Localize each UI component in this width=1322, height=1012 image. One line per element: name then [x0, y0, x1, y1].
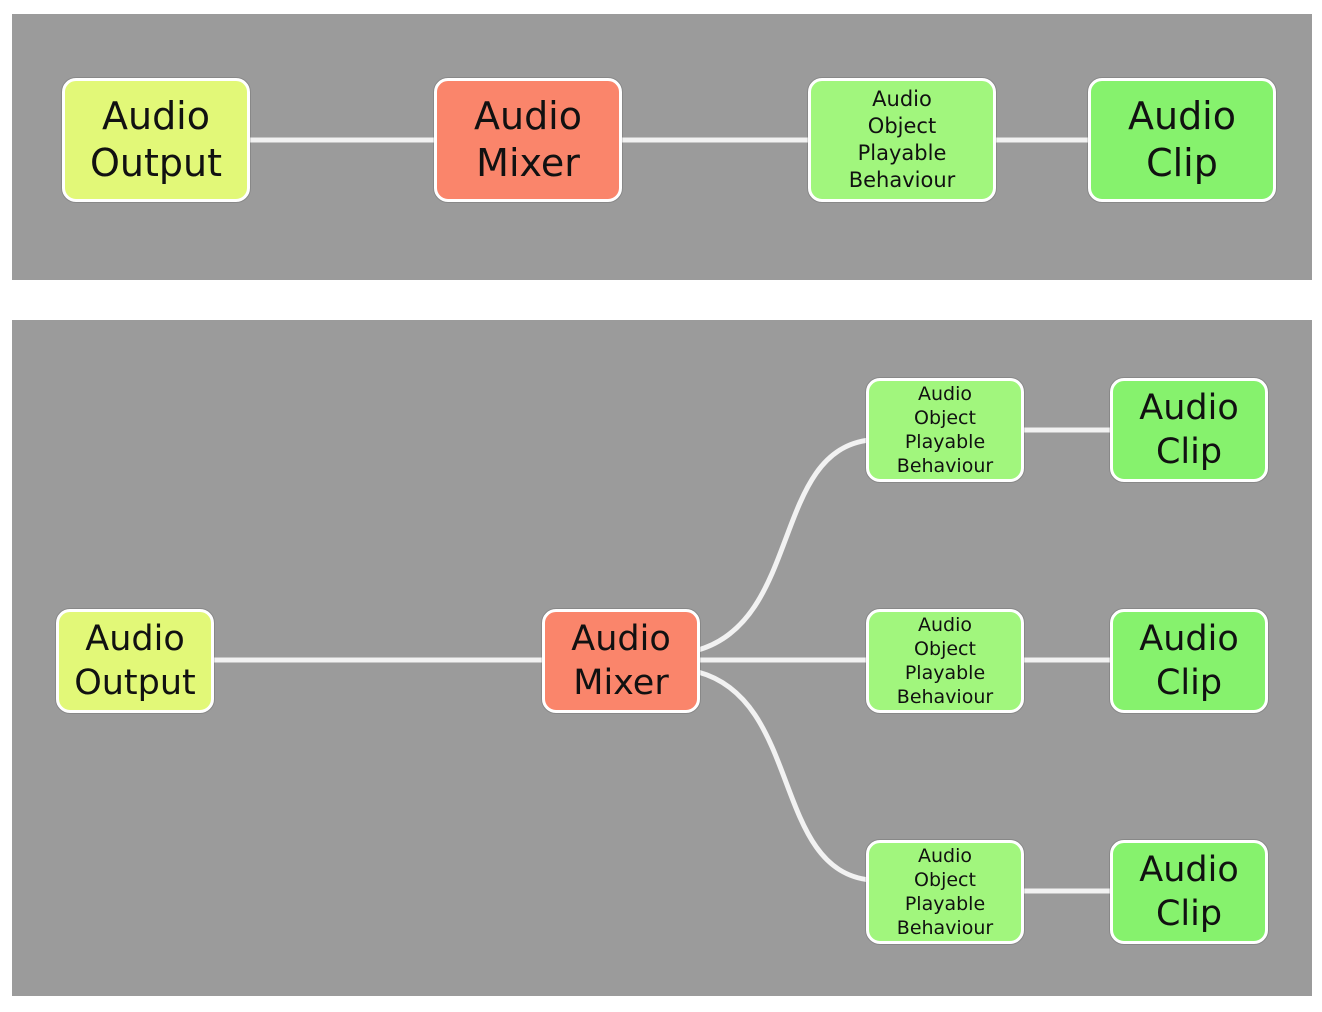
audio-object-playable-node[interactable]: Audio Object Playable Behaviour — [866, 609, 1024, 713]
playable-label: Audio Object Playable Behaviour — [848, 87, 956, 192]
edge-mixer-playable-3 — [695, 669, 873, 883]
audio-clip-node[interactable]: Audio Clip — [1088, 78, 1276, 202]
audio-clip-label: Audio Clip — [1139, 388, 1239, 472]
top-graph-panel: Audio Output Audio Mixer Audio Object Pl… — [12, 14, 1312, 280]
audio-clip-node[interactable]: Audio Clip — [1110, 378, 1268, 482]
audio-clip-label: Audio Clip — [1127, 94, 1236, 185]
top-graph-edges — [245, 137, 1093, 143]
audio-clip-node[interactable]: Audio Clip — [1110, 609, 1268, 713]
audio-mixer-node[interactable]: Audio Mixer — [542, 609, 700, 713]
audio-output-label: Audio Output — [90, 94, 222, 185]
bottom-graph-panel: Audio Output Audio Mixer Audio Object Pl… — [12, 320, 1312, 996]
audio-mixer-label: Audio Mixer — [571, 619, 671, 703]
edge-mixer-playable-1 — [695, 437, 873, 653]
audio-mixer-node[interactable]: Audio Mixer — [434, 78, 622, 202]
audio-clip-label: Audio Clip — [1139, 850, 1239, 934]
bottom-graph-edges — [209, 427, 1117, 894]
audio-object-playable-node[interactable]: Audio Object Playable Behaviour — [866, 378, 1024, 482]
playable-label: Audio Object Playable Behaviour — [896, 383, 994, 477]
audio-clip-label: Audio Clip — [1139, 619, 1239, 703]
audio-output-label: Audio Output — [74, 619, 196, 703]
audio-output-node[interactable]: Audio Output — [62, 78, 250, 202]
audio-output-node[interactable]: Audio Output — [56, 609, 214, 713]
audio-object-playable-node[interactable]: Audio Object Playable Behaviour — [808, 78, 996, 202]
playable-label: Audio Object Playable Behaviour — [896, 614, 994, 708]
audio-clip-node[interactable]: Audio Clip — [1110, 840, 1268, 944]
audio-mixer-label: Audio Mixer — [473, 94, 582, 185]
playable-label: Audio Object Playable Behaviour — [896, 845, 994, 939]
audio-object-playable-node[interactable]: Audio Object Playable Behaviour — [866, 840, 1024, 944]
